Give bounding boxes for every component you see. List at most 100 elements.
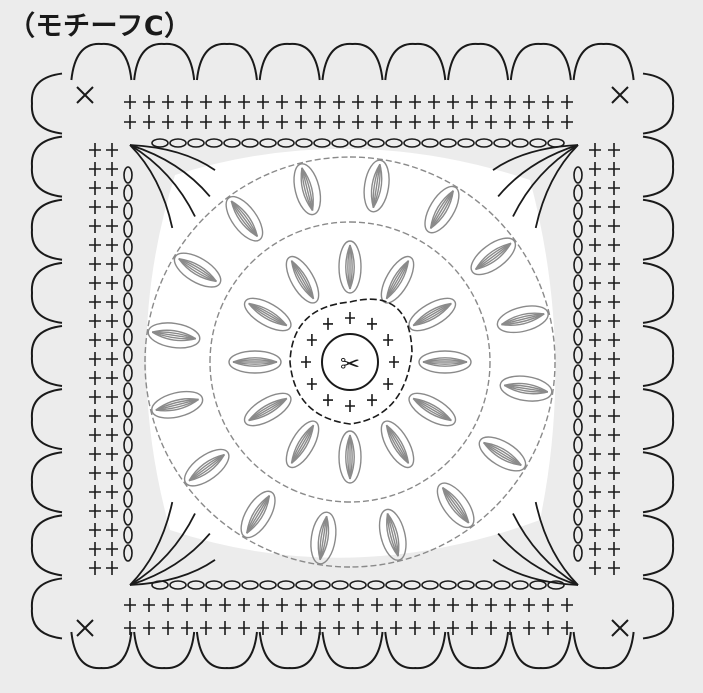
single-crochet [428,621,440,635]
single-crochet [589,523,601,537]
single-crochet [542,95,554,109]
single-crochet [333,115,345,129]
single-crochet [589,314,601,328]
single-crochet [428,598,440,612]
single-crochet [561,95,573,109]
chain-stitch [574,509,582,525]
chain-stitch [206,139,222,147]
chain-stitch [574,221,582,237]
single-crochet [333,598,345,612]
single-crochet [106,466,118,480]
single-crochet [162,115,174,129]
chain-stitch [296,581,312,589]
chain-stitch [242,581,258,589]
single-crochet [162,598,174,612]
single-crochet [219,621,231,635]
chain-stitch [494,581,510,589]
scallop-loop [197,44,257,80]
chain-stitch [574,203,582,219]
single-crochet [181,598,193,612]
scallop-loop [32,578,62,638]
single-crochet [504,621,516,635]
single-crochet [608,447,620,461]
single-crochet [589,238,601,252]
scallop-loop [260,44,320,80]
single-crochet [89,428,101,442]
single-crochet [89,200,101,214]
scallop-loop [323,632,383,668]
single-crochet [589,219,601,233]
single-crochet [181,95,193,109]
single-crochet [89,219,101,233]
single-crochet [106,295,118,309]
scallop-loop [32,389,62,449]
single-crochet [589,428,601,442]
single-crochet [608,276,620,290]
single-crochet [333,95,345,109]
single-crochet [589,561,601,575]
chain-stitch [152,139,168,147]
single-crochet [89,181,101,195]
chain-stitch [368,139,384,147]
chain-stitch [574,383,582,399]
single-crochet [143,115,155,129]
single-crochet [276,598,288,612]
single-crochet [428,95,440,109]
single-crochet [466,115,478,129]
single-crochet [181,621,193,635]
single-crochet [542,621,554,635]
scallop-loop [643,200,673,260]
single-crochet [106,523,118,537]
single-crochet [89,466,101,480]
scallop-loop [260,632,320,668]
single-crochet [589,333,601,347]
single-crochet [143,621,155,635]
single-crochet [608,523,620,537]
chain-stitch [224,139,240,147]
single-crochet [276,95,288,109]
scallop-loop [448,632,508,668]
single-crochet [371,598,383,612]
single-crochet [89,523,101,537]
chain-stitch [124,419,132,435]
single-crochet [89,371,101,385]
chain-stitch [494,139,510,147]
scallop-loop [71,44,131,80]
chain-stitch [170,581,186,589]
single-crochet [447,598,459,612]
single-crochet [523,95,535,109]
single-crochet [608,162,620,176]
scallop-loop [643,326,673,386]
chain-stitch [386,139,402,147]
scallop-loop [71,632,131,668]
chain-stitch [574,437,582,453]
single-crochet [295,95,307,109]
chain-stitch [368,581,384,589]
chain-stitch [386,581,402,589]
chain-stitch [188,581,204,589]
chain-stitch [422,139,438,147]
single-crochet [89,390,101,404]
chain-stitch [574,527,582,543]
chain-stitch [314,139,330,147]
single-crochet [466,598,478,612]
chain-stitch [278,139,294,147]
chain-stitch [512,139,528,147]
single-crochet [106,181,118,195]
single-crochet [371,95,383,109]
chain-stitch [574,365,582,381]
single-crochet [106,143,118,157]
single-crochet [238,95,250,109]
single-crochet [89,295,101,309]
single-crochet [608,200,620,214]
chain-stitch [124,455,132,471]
single-crochet [106,200,118,214]
chain-stitch [574,293,582,309]
chain-stitch [124,185,132,201]
single-crochet [219,95,231,109]
single-crochet [89,504,101,518]
single-crochet [219,115,231,129]
scallop-loop [32,452,62,512]
single-crochet [608,181,620,195]
single-crochet [143,598,155,612]
